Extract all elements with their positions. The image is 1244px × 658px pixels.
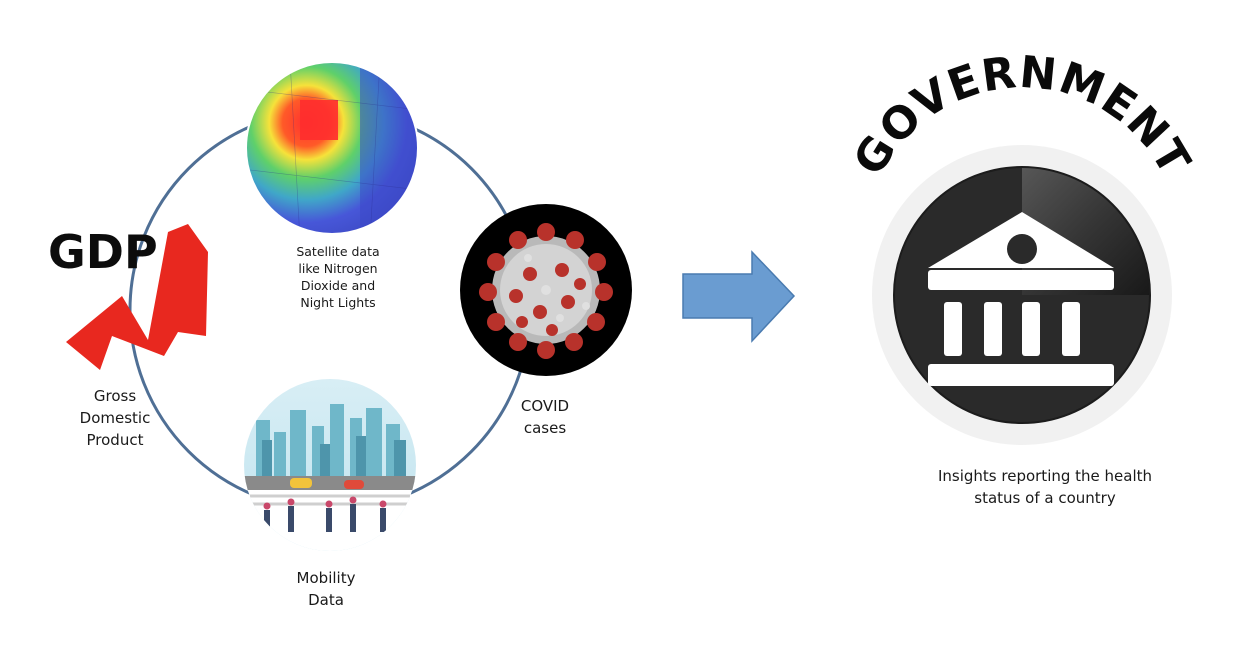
mobility-label: Mobility Data [296, 569, 356, 609]
government-title: GOVERNMENT [844, 47, 1200, 184]
covid-virus-image [460, 204, 632, 376]
satellite-heatmap-image [246, 62, 418, 234]
gdp-logo-text: GDP [48, 225, 158, 279]
government-insights-label: Insights reporting the health status of … [937, 467, 1153, 507]
covid-label: COVID cases [520, 397, 570, 437]
gdp-red-arrow-shape [66, 224, 208, 370]
government-icon [872, 145, 1172, 445]
satellite-data-label: Satellite data like Nitrogen Dioxide and… [296, 244, 380, 310]
gdp-logo: GDP [48, 224, 208, 370]
gdp-label: Gross Domestic Product [79, 387, 151, 449]
mobility-city-image [244, 379, 416, 551]
flow-arrow [682, 250, 796, 343]
